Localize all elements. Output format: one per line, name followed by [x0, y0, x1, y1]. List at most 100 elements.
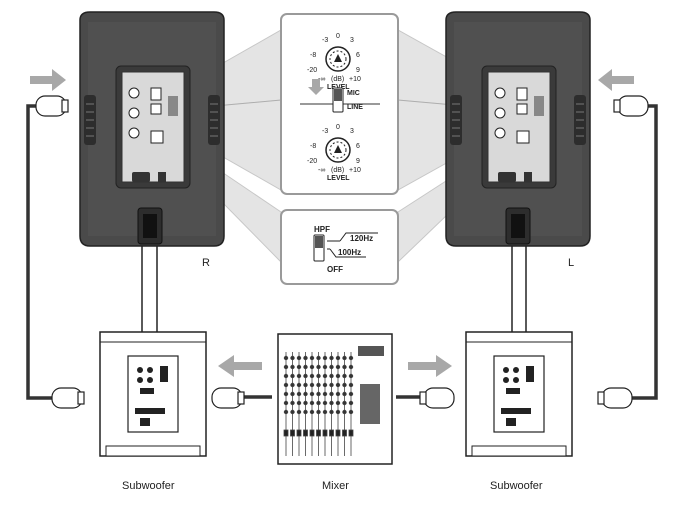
mixer-knob-icon [348, 382, 354, 388]
mixer-knob-icon [329, 400, 334, 406]
mixer-knob-icon [290, 373, 295, 379]
mixer-knob-icon [296, 391, 302, 397]
mic-line-switch-icon [332, 87, 344, 113]
mixer-knob-icon [316, 382, 321, 388]
mixer-knob-icon [322, 364, 328, 370]
mixer-knob-icon [329, 355, 334, 361]
mixer-knob-icon [329, 364, 334, 370]
mixer-label: Mixer [322, 480, 349, 492]
xlr-connector-icon [35, 95, 649, 409]
mixer-knob-icon [316, 400, 321, 406]
arrow-to-right-sub-icon [408, 355, 452, 377]
arrow-to-left-sub-icon [218, 355, 262, 377]
mixer-knob-icon [322, 400, 328, 406]
speaker-sub-links [141, 244, 527, 335]
mixer-knob-icon [290, 391, 295, 397]
mixer-knob-icon [316, 373, 321, 379]
mixer-fader-icon [303, 429, 308, 437]
mixer-knob-icon [342, 400, 347, 406]
level-knob-icon-lower [325, 137, 351, 163]
mixer-fader-icon [329, 429, 334, 437]
mixer-knob-icon [342, 382, 347, 388]
speaker-left-label: L [568, 257, 574, 269]
mixer-knob-icon [342, 373, 347, 379]
tick-9-b: 9 [356, 158, 360, 165]
mixer-fader-icon [309, 429, 315, 437]
mixer-knob-icon [342, 364, 347, 370]
mixer-knob-icon [348, 409, 354, 415]
mixer-knob-icon [316, 364, 321, 370]
mixer-knob-icon [290, 400, 295, 406]
hpf-title: HPF [314, 225, 330, 234]
unit-b: (dB) [331, 167, 344, 174]
mixer-knob-icon [290, 382, 295, 388]
mixer-knob-icon [296, 409, 302, 415]
mixer-knob-icon [335, 400, 341, 406]
mixer-knob-icon [316, 391, 321, 397]
mixer-knob-icon [316, 355, 321, 361]
speaker-right-label: R [202, 257, 210, 269]
mixer-knob-icon [303, 355, 308, 361]
level-knob-icon [325, 46, 351, 72]
mixer-knob-icon [316, 409, 321, 415]
mixer-knob-icon [309, 391, 315, 397]
speaker-right [79, 11, 225, 247]
tick-m20-a: -20 [307, 67, 317, 74]
mixer-fader-icon [322, 429, 328, 437]
mixer-fader-icon [316, 429, 321, 437]
mixer-knob-icon [342, 391, 347, 397]
switch-mic-label: MIC [347, 90, 360, 97]
arrow-left-icon [598, 69, 634, 91]
mixer-knob-icon [322, 391, 328, 397]
mixer-knob-icon [335, 373, 341, 379]
level-caption-b: LEVEL [327, 175, 350, 182]
mixer-knob-icon [335, 364, 341, 370]
hpf-switch-icon [313, 234, 325, 262]
mixer-fader-icon [290, 429, 295, 437]
mixer-knob-icon [303, 382, 308, 388]
mixer-knob-icon [348, 400, 354, 406]
hpf-120: 120Hz [350, 234, 373, 243]
mixer-knob-icon [303, 373, 308, 379]
mixer-knob-icon [335, 382, 341, 388]
mixer-knob-icon [342, 355, 347, 361]
mixer-knob-icon [309, 355, 315, 361]
mixer-knob-icon [290, 364, 295, 370]
tick-m20-b: -20 [307, 158, 317, 165]
speaker-left [445, 11, 591, 247]
mixer-knob-icon [296, 400, 302, 406]
mixer-knob-icon [283, 382, 289, 388]
mixer-knob-icon [335, 391, 341, 397]
mixer-knob-icon [335, 355, 341, 361]
mixer-knob-icon [283, 355, 289, 361]
hpf-100: 100Hz [338, 248, 361, 257]
mixer-knob-icon [329, 391, 334, 397]
tick-m8-b: -8 [310, 143, 316, 150]
mixer-fader-icon [283, 429, 289, 437]
tick-3-b: 3 [350, 128, 354, 135]
mixer-knob-icon [283, 373, 289, 379]
mixer-knob-icon [329, 373, 334, 379]
tick-6-b: 6 [356, 143, 360, 150]
mixer-fader-icon [335, 429, 341, 437]
tick-p10-b: +10 [349, 167, 361, 174]
subwoofer-right [465, 331, 573, 457]
mixer-knob-icon [342, 409, 347, 415]
mixer-knob-icon [322, 409, 328, 415]
tick-9-a: 9 [356, 67, 360, 74]
down-arrow-icon [308, 79, 324, 95]
mixer-knob-icon [296, 355, 302, 361]
mixer-knob-icon [283, 364, 289, 370]
mixer-fader-icon [296, 429, 302, 437]
mixer-knob-icon [348, 373, 354, 379]
switch-line-label: LINE [347, 104, 363, 111]
mixer-fader-icon [342, 429, 347, 437]
subwoofer-right-label: Subwoofer [490, 480, 543, 492]
mixer-knob-icon [348, 391, 354, 397]
mixer-knob-icon [296, 382, 302, 388]
unit-a: (dB) [331, 76, 344, 83]
mixer-knob-icon [329, 409, 334, 415]
arrow-right-icon [30, 69, 66, 91]
mixer-knob-icon [303, 391, 308, 397]
